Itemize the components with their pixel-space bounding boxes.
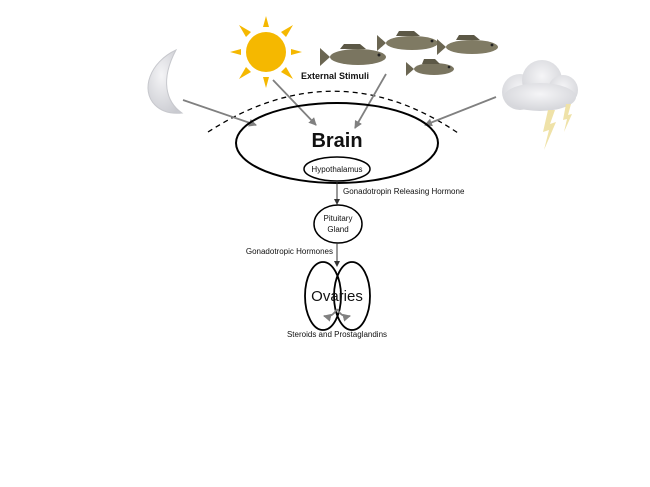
- steroid-arrow-right: [336, 308, 351, 322]
- fish-icon: [406, 59, 454, 76]
- fish-icon: [377, 31, 438, 51]
- left-ovary-outline: [304, 261, 342, 331]
- ovaries-label: Ovaries: [311, 288, 363, 305]
- right-ovary-outline: [333, 261, 371, 331]
- external-stimuli-label: External Stimuli: [301, 71, 369, 81]
- pituitary-label-line2: Gland: [327, 225, 348, 234]
- gnrh-label: Gonadotropin Releasing Hormone: [343, 187, 465, 196]
- sun-icon: [230, 16, 302, 88]
- steroid-arrow-left: [323, 308, 338, 322]
- steroids-label: Steroids and Prostaglandins: [287, 330, 387, 339]
- fish-icon: [437, 35, 498, 55]
- brain-label: Brain: [311, 130, 362, 152]
- moon-stimulus-arrow: [182, 99, 257, 127]
- pituitary-label-line1: Pituitary: [324, 214, 353, 223]
- fish-icon: [320, 44, 386, 66]
- sun-stimulus-arrow: [272, 79, 317, 126]
- fish-stimulus-arrow: [354, 73, 387, 129]
- pituitary-outline: [313, 204, 363, 244]
- hypothalamus-label: Hypothalamus: [311, 165, 362, 174]
- cloud-stimulus-arrow: [424, 96, 497, 127]
- stimuli-arc: [207, 90, 459, 134]
- gonadotropic-label: Gonadotropic Hormones: [246, 247, 333, 256]
- moon-icon: [147, 48, 184, 114]
- storm-cloud-icon: [502, 60, 578, 150]
